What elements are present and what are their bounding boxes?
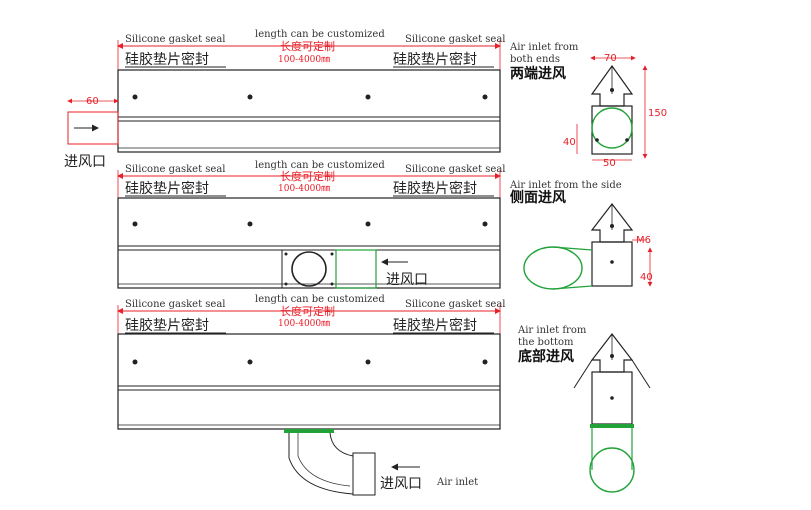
end-inlet-port <box>67 111 119 145</box>
seal-label-en-left: Silicone gasket seal <box>125 164 225 175</box>
dim-inlet: 40 <box>640 272 653 283</box>
seal-label-en-right: Silicone gasket seal <box>405 164 505 175</box>
cross-section-bottom <box>573 333 651 493</box>
bolt-hole <box>132 94 138 100</box>
seal-label-cn-left: 硅胶垫片密封 <box>125 317 209 334</box>
bolt-hole <box>482 94 488 100</box>
bolt-hole <box>132 221 138 227</box>
cross-section-side: M6 40 <box>523 203 653 290</box>
knife-body <box>117 69 501 153</box>
row-side: Silicone gasket seal Silicone gasket sea… <box>117 160 653 290</box>
seal-label-en-right: Silicone gasket seal <box>405 299 505 310</box>
inlet-label: 进风口 <box>386 272 428 288</box>
length-range: 100-4000㎜ <box>278 184 330 194</box>
seal-label-cn-left: 硅胶垫片密封 <box>125 180 209 197</box>
length-range: 100-4000㎜ <box>278 55 330 65</box>
bottom-inlet-elbow <box>284 429 376 496</box>
mode-title-cn: 两端进风 <box>510 65 566 82</box>
dim-inlet: 40 <box>563 137 576 148</box>
mode-en: Air inlet from the side <box>509 180 622 191</box>
dim-height: 150 <box>648 108 667 119</box>
bolt-hole <box>247 359 253 365</box>
knife-body <box>117 197 501 289</box>
mode-en-line1: Air inlet from <box>509 42 579 53</box>
dim-top: 70 <box>604 53 617 64</box>
bolt-hole <box>132 359 138 365</box>
bolt-hole <box>365 94 371 100</box>
mode-en-line2: the bottom <box>518 337 574 348</box>
bolt-hole <box>482 221 488 227</box>
row-both-ends: Silicone gasket seal Silicone gasket sea… <box>64 29 667 170</box>
bolt-hole <box>247 94 253 100</box>
bolt-hole <box>247 221 253 227</box>
bolt-hole <box>365 221 371 227</box>
seal-label-en-left: Silicone gasket seal <box>125 34 225 45</box>
inlet-label: 进风口 <box>380 476 422 492</box>
seal-label-cn-right: 硅胶垫片密封 <box>393 180 477 197</box>
length-range: 100-4000㎜ <box>278 319 330 329</box>
bolt-hole <box>482 359 488 365</box>
seal-label-cn-right: 硅胶垫片密封 <box>393 317 477 334</box>
length-label-en: length can be customized <box>255 29 385 40</box>
seal-label-en-right: Silicone gasket seal <box>405 34 505 45</box>
mode-en-line2: both ends <box>510 54 560 65</box>
length-label-en: length can be customized <box>255 160 385 171</box>
cross-section-end: 70 150 40 50 <box>563 53 667 169</box>
knife-body <box>117 333 501 430</box>
mode-title-cn: 侧面进风 <box>510 189 566 206</box>
bolt-hole <box>365 359 371 365</box>
inlet-label-en: Air inlet <box>436 477 478 488</box>
mode-title-cn: 底部进风 <box>518 348 574 365</box>
seal-label-cn-left: 硅胶垫片密封 <box>125 51 209 68</box>
seal-label-cn-right: 硅胶垫片密封 <box>393 51 477 68</box>
side-inlet-port <box>281 249 377 289</box>
mode-en-line1: Air inlet from <box>517 325 587 336</box>
dim-bolt: M6 <box>636 235 651 246</box>
seal-label-en-left: Silicone gasket seal <box>125 299 225 310</box>
length-label-en: length can be customized <box>255 294 385 305</box>
inlet-width-dim: 60 <box>86 96 99 107</box>
row-bottom: Silicone gasket seal Silicone gasket sea… <box>117 294 651 496</box>
dim-bottom: 50 <box>603 158 616 169</box>
inlet-label: 进风口 <box>64 154 106 170</box>
